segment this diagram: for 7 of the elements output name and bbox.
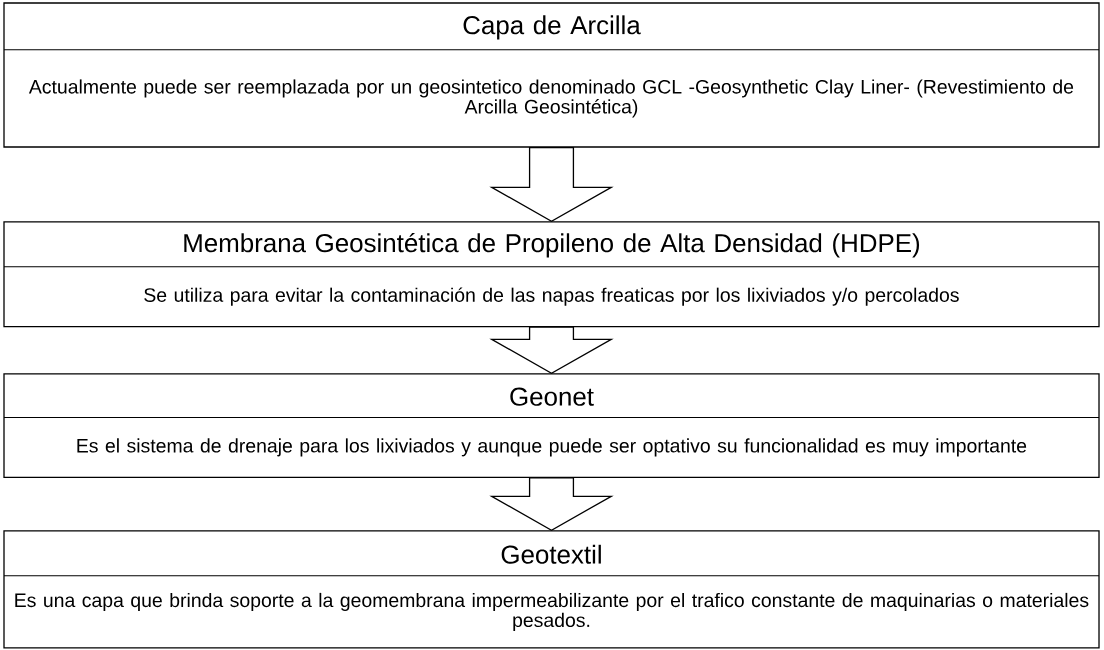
block-arrow <box>489 147 614 222</box>
block-arrow <box>489 326 614 374</box>
layer-box: Geotextil Es una capa que brinda soporte a la geomembrana impermeabilizante por el trafico constante de maquinarias o materiales pesados. <box>3 530 1100 649</box>
layer-box: Capa de Arcilla Actualmente puede ser reemplazada por un geosintetico denominado GCL -Geosynthetic Clay Liner- (Revestimiento de Arcilla Geosintética) <box>3 2 1100 148</box>
layer-box: Geonet Es el sistema de drenaje para los lixiviados y aunque puede ser optativo su funcionalidad es muy importante <box>3 373 1100 478</box>
block-arrow <box>489 477 614 531</box>
layer-box: Membrana Geosintética de Propileno de Alta Densidad (HDPE) Se utiliza para evitar la contaminación de las napas freaticas por los lixiviados y/o percolados <box>3 221 1100 328</box>
